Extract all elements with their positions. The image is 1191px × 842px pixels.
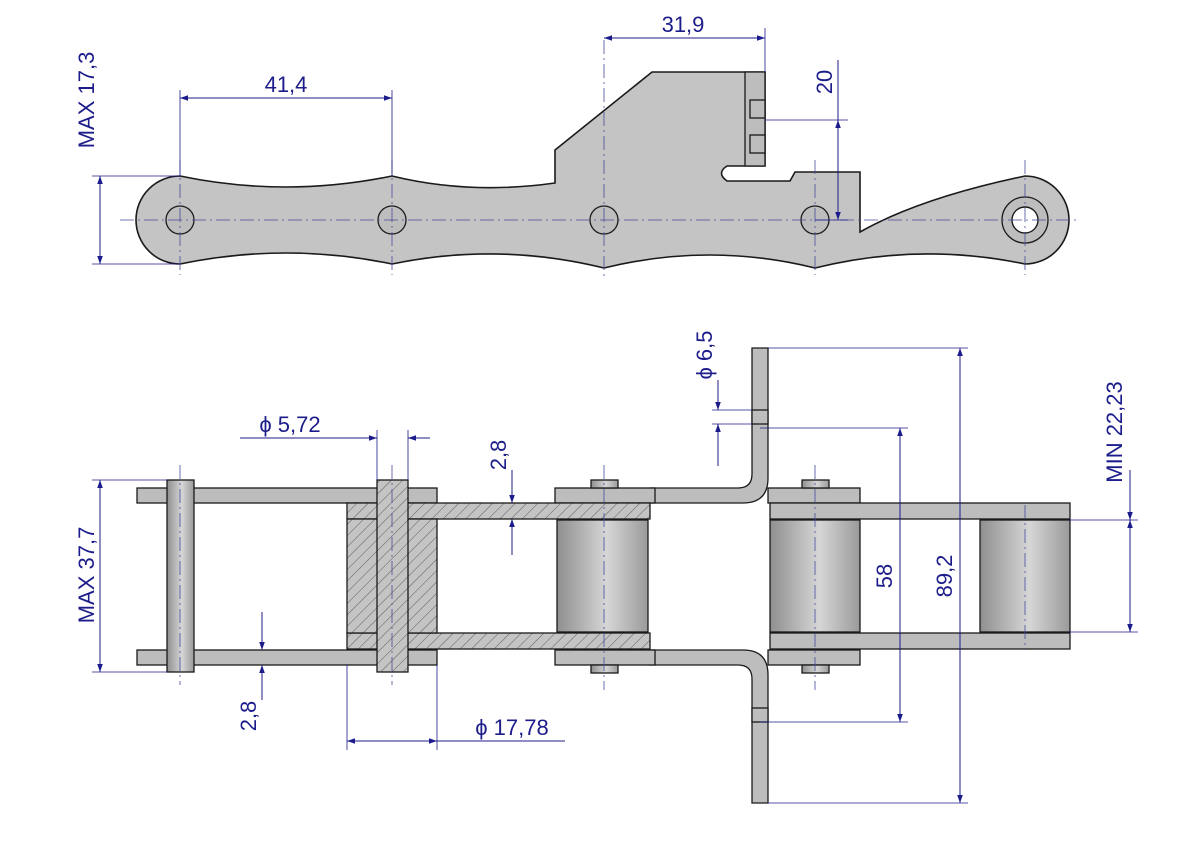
- top-view: 31,9 41,4 MAX 17,3 20: [74, 12, 1080, 280]
- dim-pitch: 41,4: [265, 72, 308, 97]
- chain-outline: [135, 71, 1070, 269]
- dim-plate-height: MAX 17,3: [74, 52, 99, 149]
- outer-plate: [136, 487, 438, 504]
- attachment-plate-bottom: [649, 649, 769, 804]
- dim-attachment-offset: 31,9: [662, 12, 705, 37]
- pin-head: [801, 664, 830, 674]
- dim-inner-width: MIN 22,23: [1102, 381, 1127, 483]
- dim-pin-length: MAX 37,7: [74, 527, 99, 624]
- pin-head: [590, 664, 619, 674]
- dim-roller-diameter: ϕ 17,78: [475, 715, 549, 740]
- outer-plate: [136, 649, 438, 666]
- outer-plate: [767, 649, 861, 666]
- attachment-hole: [751, 707, 769, 723]
- inner-plate: [769, 502, 1071, 520]
- dim-attachment-width: 89,2: [932, 555, 957, 598]
- dim-plate-thickness-bottom: 2,8: [236, 701, 261, 732]
- pin-section: [376, 479, 409, 673]
- pin-head: [801, 479, 830, 489]
- pin-head: [590, 479, 619, 489]
- dim-plate-thickness-top: 2,8: [486, 440, 511, 471]
- inner-plate: [769, 632, 1071, 650]
- attachment-hole: [751, 409, 769, 425]
- inner-plate: [346, 502, 651, 520]
- outer-plate: [554, 487, 656, 504]
- dim-attachment-height: 20: [812, 70, 837, 94]
- dim-hole-diameter: ϕ 6,5: [692, 330, 717, 379]
- inner-plate: [346, 632, 651, 650]
- outer-plate: [554, 649, 656, 666]
- pin: [166, 479, 195, 673]
- attachment-slot: [749, 99, 766, 119]
- dim-pin-diameter: ϕ 5,72: [259, 412, 320, 437]
- side-view: ϕ 6,5 MIN 22,23 ϕ 5,72 2,8 MAX 37,7 58 8…: [74, 330, 1138, 804]
- outer-plate: [767, 487, 861, 504]
- attachment-slot: [749, 134, 766, 154]
- roller: [556, 519, 649, 633]
- dim-hole-spacing: 58: [872, 564, 897, 588]
